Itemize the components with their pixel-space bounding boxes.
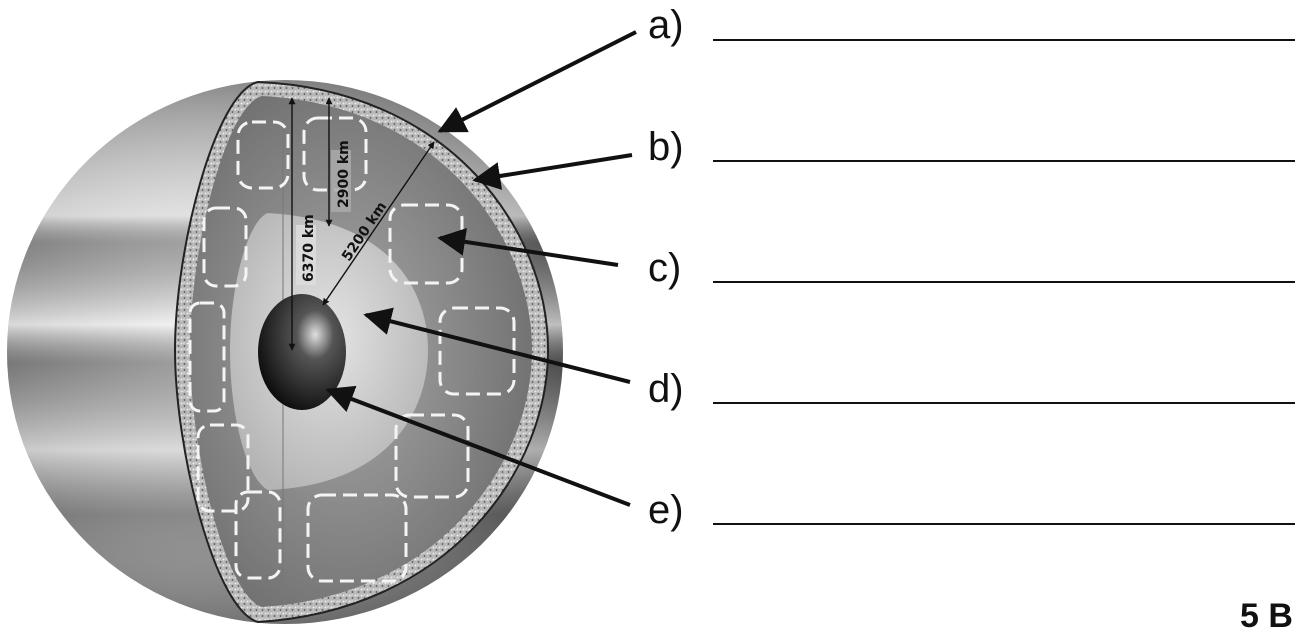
label-e: e) <box>648 488 684 532</box>
label-d: d) <box>648 367 684 411</box>
label-a: a) <box>648 3 684 47</box>
cutaway-section <box>175 82 548 622</box>
leader-arrow-b <box>475 155 632 180</box>
answer-lines <box>713 40 1295 524</box>
label-c: c) <box>648 246 681 290</box>
page-mark: 5 B <box>1240 596 1293 636</box>
leader-arrow-a <box>440 32 636 131</box>
mantle-depth-label: 2900 km <box>336 140 352 208</box>
radius-label: 6370 km <box>301 214 317 282</box>
label-b: b) <box>648 125 684 169</box>
